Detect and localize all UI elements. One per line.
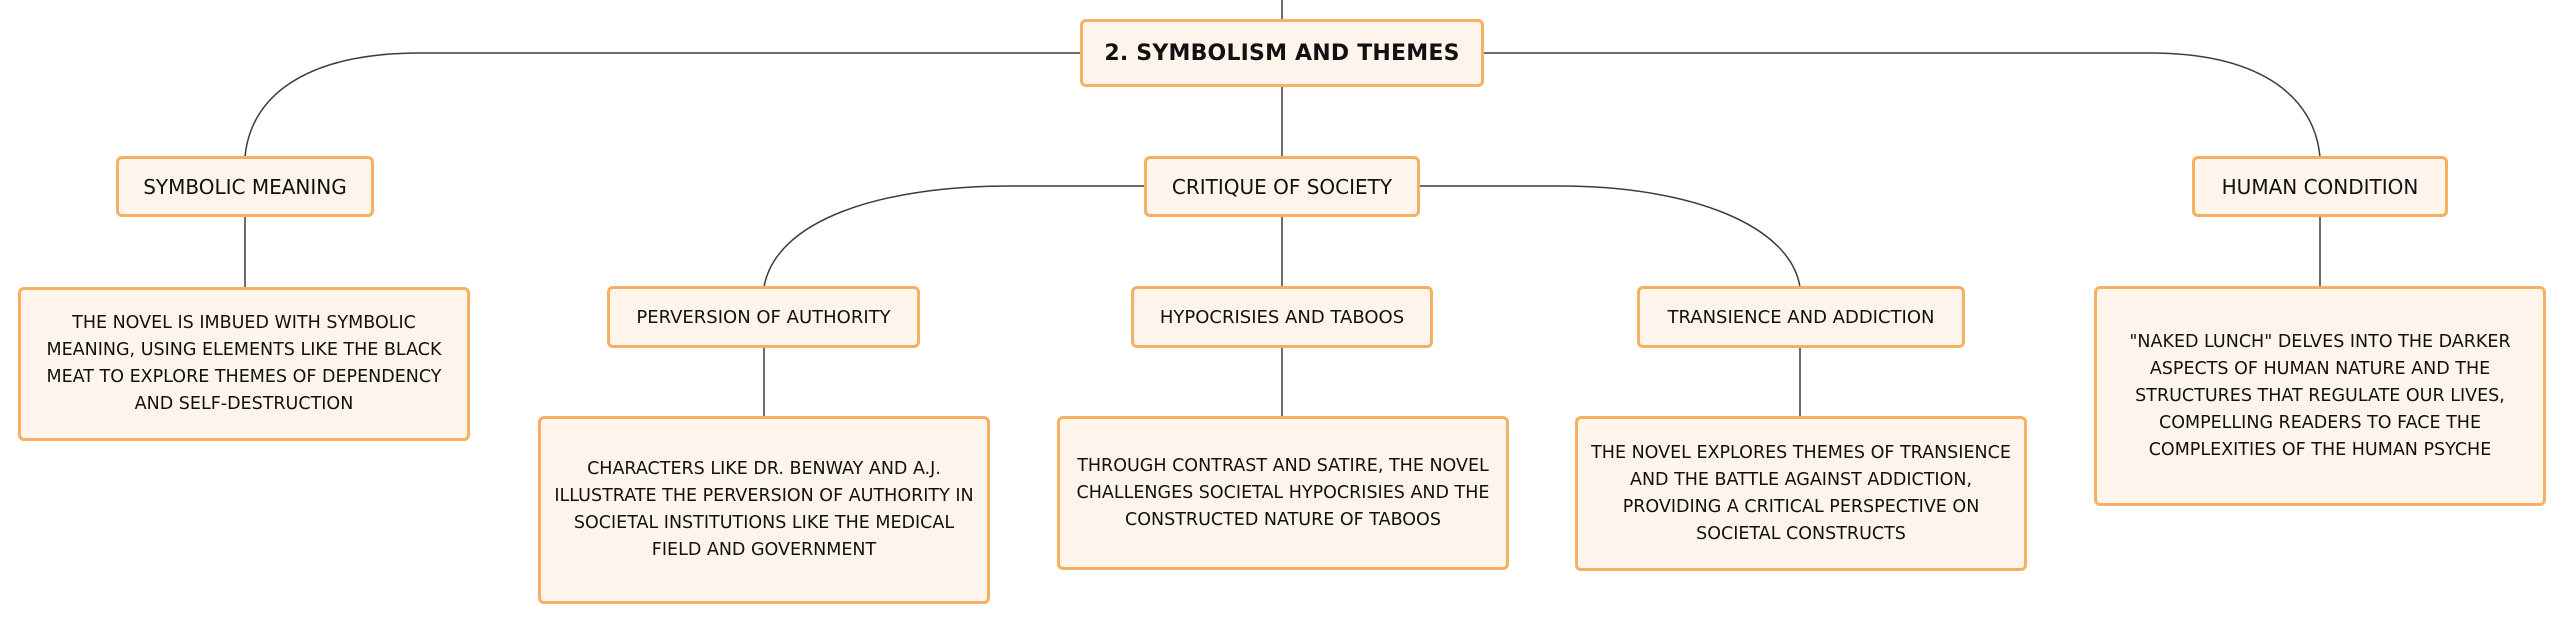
topic-human-condition[interactable]: HUMAN CONDITION [2192,156,2448,217]
description-transience-and-addiction: THE NOVEL EXPLORES THEMES OF TRANSIENCE … [1575,416,2027,571]
description-text: THE NOVEL IS IMBUED WITH SYMBOLIC MEANIN… [46,313,442,414]
subtopic-label: PERVERSION OF AUTHORITY [636,306,891,328]
root-node[interactable]: 2. SYMBOLISM AND THEMES [1080,19,1484,87]
topic-symbolic-meaning[interactable]: SYMBOLIC MEANING [116,156,374,217]
subtopic-perversion-of-authority[interactable]: PERVERSION OF AUTHORITY [607,286,920,348]
topic-label: HUMAN CONDITION [2221,174,2419,199]
connector-root-to-symbolic-meaning [244,52,1080,158]
description-symbolic-meaning: THE NOVEL IS IMBUED WITH SYMBOLIC MEANIN… [18,287,470,441]
subtopic-label: HYPOCRISIES AND TABOOS [1159,306,1405,328]
topic-critique-of-society[interactable]: CRITIQUE OF SOCIETY [1144,156,1420,217]
connector-critique-to-transience [1420,185,1801,288]
connector-root-to-human-condition [1484,52,2321,158]
description-text: THE NOVEL EXPLORES THEMES OF TRANSIENCE … [1591,442,2011,544]
connector-critique-to-perversion [763,185,1144,288]
subtopic-label: TRANSIENCE AND ADDICTION [1667,306,1935,328]
description-text: THROUGH CONTRAST AND SATIRE, THE NOVEL C… [1076,455,1490,530]
root-label: 2. SYMBOLISM AND THEMES [1104,40,1460,66]
subtopic-transience-and-addiction[interactable]: TRANSIENCE AND ADDICTION [1637,286,1965,348]
description-text: CHARACTERS LIKE DR. BENWAY AND A.J. ILLU… [554,459,974,560]
topic-label: CRITIQUE OF SOCIETY [1171,174,1393,199]
subtopic-hypocrisies-and-taboos[interactable]: HYPOCRISIES AND TABOOS [1131,286,1433,348]
topic-label: SYMBOLIC MEANING [143,174,347,199]
description-text: "NAKED LUNCH" DELVES INTO THE DARKER ASP… [2129,331,2511,460]
description-perversion-of-authority: CHARACTERS LIKE DR. BENWAY AND A.J. ILLU… [538,416,990,604]
description-human-condition: "NAKED LUNCH" DELVES INTO THE DARKER ASP… [2094,286,2546,506]
description-hypocrisies-and-taboos: THROUGH CONTRAST AND SATIRE, THE NOVEL C… [1057,416,1509,570]
